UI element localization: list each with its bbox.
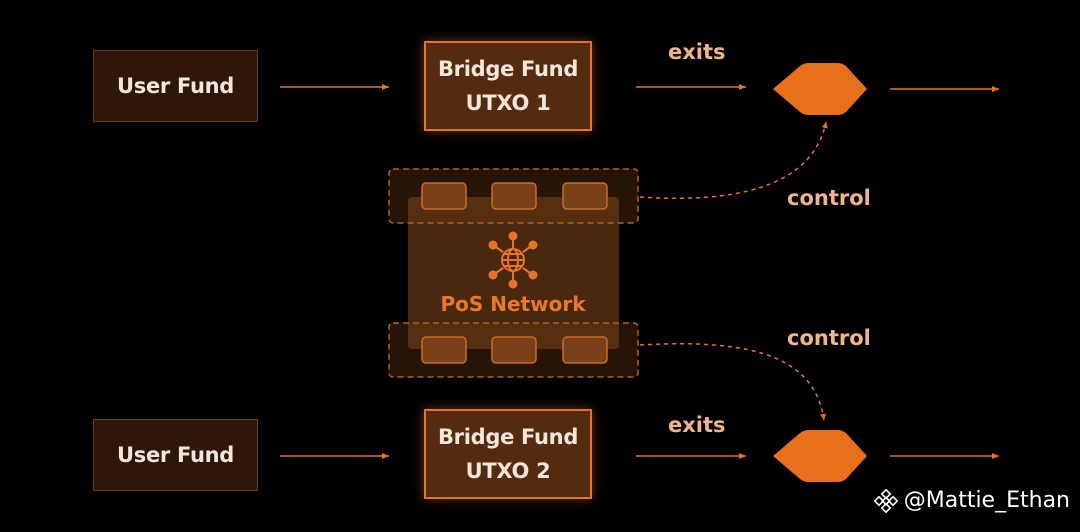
bridge-fund-utxo2-node: Bridge Fund UTXO 2 xyxy=(424,409,592,499)
control-label-bottom: control xyxy=(787,326,871,350)
watermark: @Mattie_Ethan xyxy=(873,488,1070,513)
validator-node xyxy=(491,182,537,210)
validator-node xyxy=(421,182,467,210)
binance-logo-icon xyxy=(873,488,898,513)
network-globe-icon xyxy=(488,231,538,289)
validator-node xyxy=(421,336,467,364)
user-fund-node-bottom: User Fund xyxy=(93,419,258,491)
utxo-label: UTXO 2 xyxy=(465,459,551,483)
bridge-fund-label: Bridge Fund xyxy=(437,425,579,449)
exit-diamond-bottom xyxy=(773,430,867,482)
control-arrow-bottom xyxy=(639,343,827,421)
user-fund-label: User Fund xyxy=(117,74,234,98)
validator-node xyxy=(562,182,608,210)
exit-diamond-top xyxy=(773,63,867,115)
exits-label-bottom: exits xyxy=(668,413,726,437)
control-label-top: control xyxy=(787,186,871,210)
validator-node xyxy=(562,336,608,364)
control-arrow-top xyxy=(639,121,828,199)
user-fund-node-top: User Fund xyxy=(93,50,258,122)
user-fund-label: User Fund xyxy=(117,443,234,467)
utxo-label: UTXO 1 xyxy=(465,91,551,115)
exits-label-top: exits xyxy=(668,40,726,64)
pos-network-label: PoS Network xyxy=(440,292,586,316)
validator-node xyxy=(491,336,537,364)
watermark-handle: @Mattie_Ethan xyxy=(903,488,1070,513)
bridge-fund-utxo1-node: Bridge Fund UTXO 1 xyxy=(424,41,592,131)
bridge-fund-label: Bridge Fund xyxy=(437,57,579,81)
